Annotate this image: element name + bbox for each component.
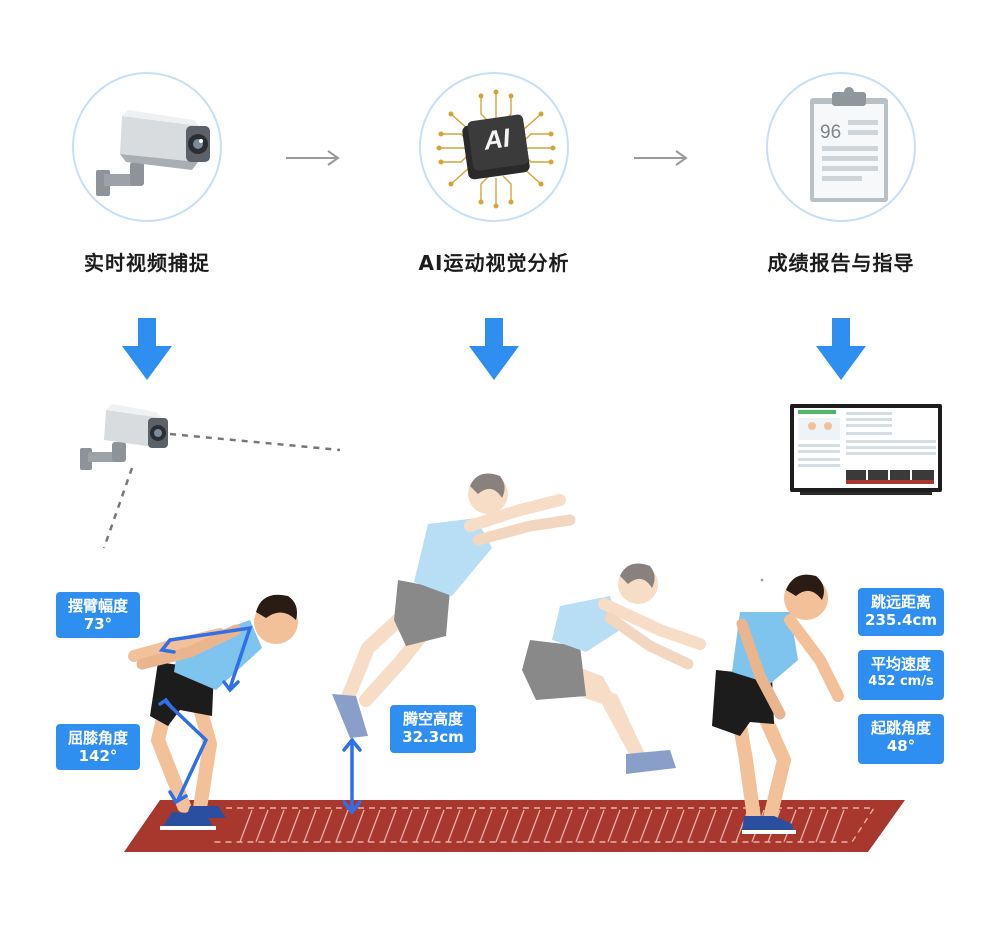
athlete-flight — [332, 473, 576, 738]
camera-view-line — [169, 432, 341, 452]
metric-value: 48° — [886, 737, 916, 755]
step-circle-ai: AI — [419, 72, 569, 222]
height-arrow-icon — [342, 737, 362, 815]
metric-badge-jump-distance: 跳远距离 235.4cm — [858, 588, 944, 636]
step-title-report: 成绩报告与指导 — [767, 251, 915, 275]
metric-value: 142° — [78, 747, 118, 765]
down-arrow-icon — [122, 318, 172, 380]
metric-value: 32.3cm — [402, 728, 464, 746]
flow-arrow-right-icon — [286, 150, 340, 166]
side-camera-icon — [80, 404, 168, 470]
metric-value: 452 cm/s — [868, 674, 934, 689]
down-arrow-icon — [469, 318, 519, 380]
step-title-capture: 实时视频捕捉 — [84, 251, 210, 275]
metric-badge-knee-bend: 屈膝角度 142° — [56, 724, 140, 770]
metric-badge-avg-speed: 平均速度 452 cm/s — [858, 650, 944, 700]
metric-label: 起跳角度 — [870, 719, 931, 737]
report-monitor-icon — [790, 404, 942, 495]
camera-view-line — [102, 467, 134, 549]
metric-badge-air-height: 腾空高度 32.3cm — [390, 705, 476, 753]
step-circle-capture — [72, 72, 222, 222]
metric-label: 摆臂幅度 — [67, 597, 128, 615]
angle-overlay-lines — [158, 625, 253, 805]
flow-arrow-right-icon — [634, 150, 688, 166]
metric-badge-takeoff-angle: 起跳角度 48° — [858, 714, 944, 764]
clipboard-report-icon — [810, 87, 888, 202]
metric-value: 73° — [83, 615, 113, 633]
metric-label: 跳远距离 — [870, 593, 931, 611]
down-arrow-icon — [816, 318, 866, 380]
metric-label: 腾空高度 — [402, 710, 463, 728]
athlete-standing — [712, 574, 844, 834]
step-title-ai: AI运动视觉分析 — [418, 251, 570, 275]
athlete-landing — [522, 563, 706, 774]
ai-chip-icon — [436, 89, 556, 209]
step-circle-report: 96 — [766, 72, 916, 222]
metric-value: 235.4cm — [865, 611, 937, 629]
athlete-crouch — [128, 594, 298, 830]
metric-label: 平均速度 — [870, 655, 931, 673]
metric-badge-arm-swing: 摆臂幅度 73° — [56, 592, 140, 638]
report-score: 96 — [820, 122, 842, 143]
camera-icon — [96, 110, 210, 196]
metric-label: 屈膝角度 — [67, 729, 128, 747]
